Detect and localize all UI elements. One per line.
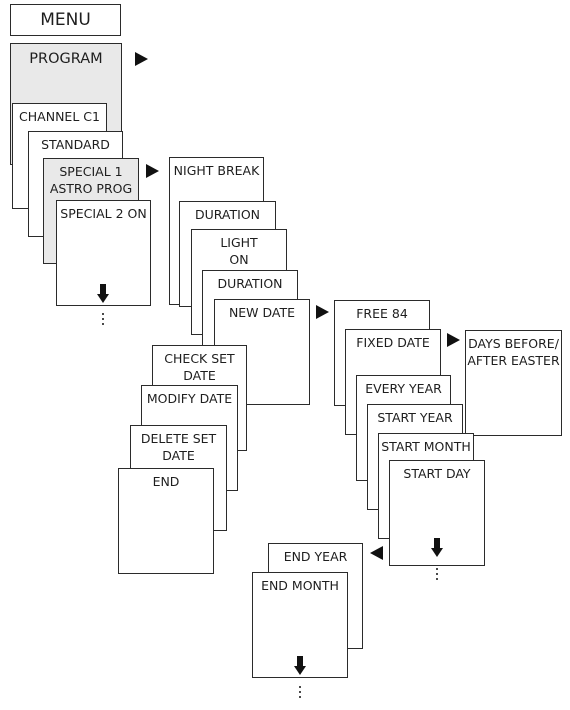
end-box: END: [118, 468, 214, 574]
continuation-dots-icon: [435, 568, 439, 583]
arrow-new-date-right: [316, 305, 329, 319]
menu-box: MENU: [10, 4, 121, 36]
arrow-program-right: [135, 52, 148, 66]
continuation-dots-icon: [298, 686, 302, 701]
arrow-fixed-date-right: [447, 333, 460, 347]
down-arrow-icon: [294, 656, 306, 678]
days-before-after-easter-box: DAYS BEFORE/ AFTER EASTER: [465, 330, 562, 436]
arrow-end-year-left: [370, 546, 383, 560]
down-arrow-icon: [97, 284, 109, 306]
continuation-dots-icon: [101, 313, 105, 328]
arrow-special-1-right: [146, 164, 159, 178]
down-arrow-icon: [431, 538, 443, 560]
start-day-box: START DAY: [389, 460, 485, 566]
